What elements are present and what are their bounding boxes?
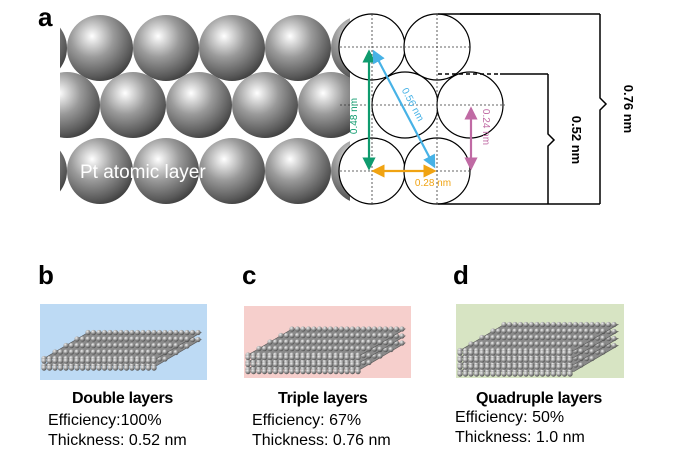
pt-atom-sphere [199, 15, 265, 81]
bracket-outer-label: 0.76 nm [621, 85, 636, 133]
panel-c-slab [245, 326, 407, 375]
pt-atom-sphere [67, 15, 133, 81]
panel-d-slab [457, 321, 620, 377]
dimension-brackets [438, 13, 608, 205]
blue-distance-arrow [372, 49, 436, 169]
pt-atom-sphere [60, 27, 67, 69]
layer-slab-illustrations [40, 304, 624, 380]
pt-atom-sphere [265, 138, 331, 204]
pt-atom-sphere [265, 15, 331, 81]
panel-b-slab [41, 329, 203, 371]
panel-b-efficiency: Efficiency:100% [48, 412, 162, 429]
panel-letter-b: b [38, 260, 54, 290]
pt-atomic-layer-label: Pt atomic layer [80, 162, 206, 183]
panel-letter-c: c [242, 260, 257, 290]
panel-d-efficiency: Efficiency: 50% [455, 409, 565, 426]
pt-atom-sphere [298, 72, 350, 138]
pt-atom-sphere [232, 72, 298, 138]
pt-atom-sphere [199, 138, 265, 204]
panel-c-thickness: Thickness: 0.76 nm [252, 432, 391, 449]
pt-atom-sphere [67, 138, 133, 204]
pt-atom-sphere [100, 72, 166, 138]
panel-d-thickness: Thickness: 1.0 nm [455, 429, 585, 446]
panel-b-thickness: Thickness: 0.52 nm [48, 432, 187, 449]
orange-distance-label: 0.28 nm [415, 178, 451, 189]
panel-c-efficiency: Efficiency: 67% [252, 412, 362, 429]
panel-letter-d: d [453, 260, 469, 290]
panel-letter-a: a [38, 2, 53, 32]
pt-atom-sphere [60, 150, 67, 192]
pt-atom-sphere [166, 72, 232, 138]
pt-atom-sphere [60, 72, 100, 138]
pt-atom-sphere [133, 138, 199, 204]
panel-b-title: Double layers [72, 390, 174, 407]
green-distance-label: 0.48 nm [349, 98, 360, 134]
pt-atom-sphere [133, 15, 199, 81]
bracket-inner-label: 0.52 nm [569, 116, 584, 164]
pt-atomic-layer-spheres [60, 15, 350, 204]
panel-d-title: Quadruple layers [476, 390, 602, 407]
panel-c-title: Triple layers [278, 390, 368, 407]
pink-distance-label: 0.24 nm [480, 109, 491, 145]
